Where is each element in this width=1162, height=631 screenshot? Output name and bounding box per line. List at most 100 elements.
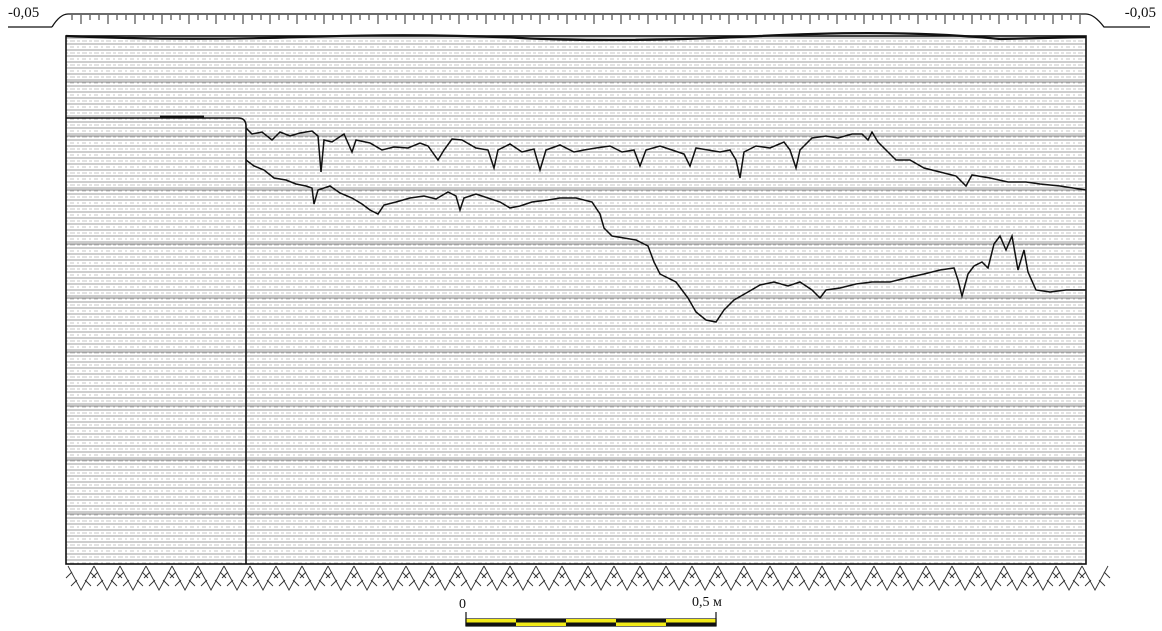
bedrock-chevron [769,565,797,591]
upper-contact-line [245,127,1087,191]
bedrock-chevron [925,565,953,591]
bedrock-tick [585,571,617,587]
bedrock-chevron [67,565,95,591]
surface-ticks [71,15,1081,24]
bedrock-tick [65,571,97,587]
bedrock-tick [455,571,487,587]
bedrock-chevron [483,565,511,591]
bedrock-tick [325,571,357,587]
bedrock-chevron [639,565,667,591]
bedrock-chevron [249,565,277,591]
bedrock-chevron [587,565,615,591]
bedrock-hatch [65,565,1111,591]
bedrock-tick [689,571,721,587]
bedrock-chevron [717,565,745,591]
bedrock-chevron [847,565,875,591]
scale-segment-top [516,619,566,623]
bedrock-chevron [899,565,927,591]
bedrock-tick [403,571,435,587]
bedrock-tick [845,571,877,587]
bedrock-chevron [795,565,823,591]
section-border [65,35,1087,565]
bedrock-tick [377,571,409,587]
scale-segment-top [466,619,516,623]
bedrock-tick [169,571,201,587]
scale-start-label: 0 [459,597,466,612]
bedrock-chevron [743,565,771,591]
bedrock-tick [663,571,695,587]
bedrock-chevron [951,565,979,591]
scale-segment-top [566,619,616,623]
bedrock-chevron [93,565,121,591]
section-fill [66,36,1086,564]
bedrock-tick [1079,571,1111,587]
bedrock-tick [611,571,643,587]
bedrock-chevron [535,565,563,591]
bedrock-tick [715,571,747,587]
bedrock-tick [559,571,591,587]
bedrock-tick [117,571,149,587]
scale-segment-bottom [516,622,566,626]
bedrock-chevron [1003,565,1031,591]
bedrock-chevron [665,565,693,591]
bedrock-chevron [1029,565,1057,591]
bedrock-tick [1027,571,1059,587]
bedrock-chevron [613,565,641,591]
bedrock-tick [1053,571,1085,587]
bedrock-tick [741,571,773,587]
ground-surface [8,13,1150,42]
bedrock-chevron [405,565,433,591]
elevation-label-right: -0,05 [1124,5,1156,21]
bedrock-chevron [561,565,589,591]
bedrock-tick [299,571,331,587]
bedrock-tick [507,571,539,587]
bedrock-chevron [327,565,355,591]
bedrock-chevron [691,565,719,591]
bedrock-tick [923,571,955,587]
bedrock-tick [481,571,513,587]
bedrock-tick [871,571,903,587]
bedrock-tick [897,571,929,587]
scale-segment-bottom [666,622,716,626]
bedrock-chevron [509,565,537,591]
scale-segment-bottom [616,622,666,626]
bedrock-tick [351,571,383,587]
bedrock-chevron [171,565,199,591]
bedrock-tick [1001,571,1033,587]
bedrock-tick [819,571,851,587]
pit-outline [66,117,247,564]
bedrock-chevron [431,565,459,591]
scale-segment-top [666,619,716,623]
scale-end-label: 0,5 м [692,595,722,610]
bedrock-chevron [145,565,173,591]
bedrock-tick [221,571,253,587]
bedrock-chevron [353,565,381,591]
bedrock-tick [195,571,227,587]
scale-bar [465,612,717,627]
scale-segment-bottom [466,622,516,626]
bedrock-tick [143,571,175,587]
bedrock-chevron [275,565,303,591]
lower-contact-line [245,159,1086,323]
bedrock-chevron [1055,565,1083,591]
scale-segment-bottom [566,622,616,626]
bedrock-tick [247,571,279,587]
scale-segment-top [616,619,666,623]
bedrock-chevron [379,565,407,591]
bedrock-tick [975,571,1007,587]
bedrock-tick [949,571,981,587]
bedrock-chevron [1081,565,1109,591]
bedrock-chevron [457,565,485,591]
bedrock-tick [533,571,565,587]
bedrock-tick [793,571,825,587]
bedrock-tick [273,571,305,587]
bedrock-tick [637,571,669,587]
bedrock-tick [91,571,123,587]
bedrock-chevron [977,565,1005,591]
bedrock-chevron [821,565,849,591]
elevation-label-left: -0,05 [8,5,40,21]
bedrock-chevron [223,565,251,591]
bedrock-tick [767,571,799,587]
darker-bands [66,81,1086,515]
